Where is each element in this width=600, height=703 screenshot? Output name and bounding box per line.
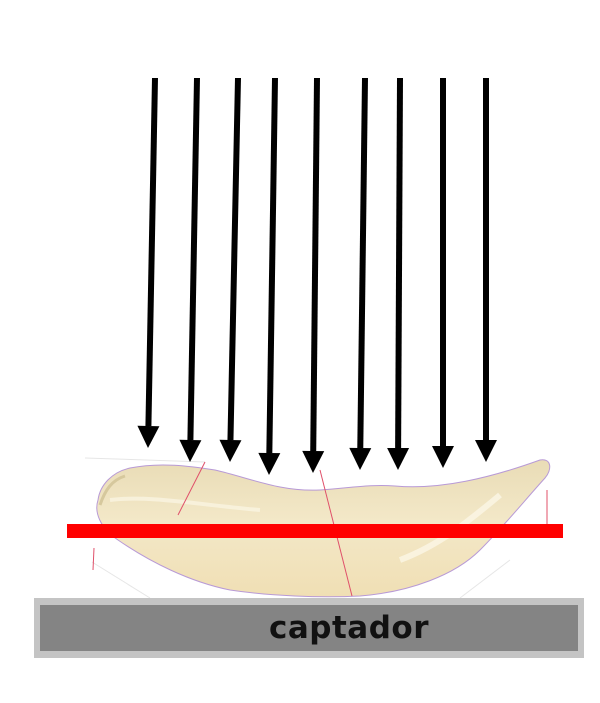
ray-arrow-shaft — [187, 77, 200, 441]
arrow-down-icon — [302, 450, 325, 473]
ray-arrow-shaft — [227, 77, 241, 441]
ray-arrows — [137, 77, 497, 475]
arrow-down-icon — [258, 452, 281, 475]
ray-arrow-shaft — [395, 77, 403, 449]
ray-arrow-shaft — [357, 77, 368, 449]
sensor-label: captador — [269, 610, 429, 646]
arrow-down-icon — [432, 446, 454, 468]
arrow-down-icon — [219, 439, 242, 462]
arrow-down-icon — [349, 447, 372, 470]
arrow-down-icon — [387, 447, 410, 470]
sensor-plate: captador — [34, 598, 584, 658]
ray-arrow-shaft — [266, 77, 278, 454]
sensor-surface: captador — [40, 605, 578, 651]
arrow-down-icon — [179, 439, 202, 462]
guide-lines — [84, 457, 511, 599]
arrow-down-icon — [475, 440, 497, 462]
arrow-down-icon — [137, 425, 160, 448]
ray-arrow-shaft — [145, 77, 158, 427]
reference-line — [67, 524, 563, 538]
ray-arrow-shaft — [310, 77, 320, 452]
